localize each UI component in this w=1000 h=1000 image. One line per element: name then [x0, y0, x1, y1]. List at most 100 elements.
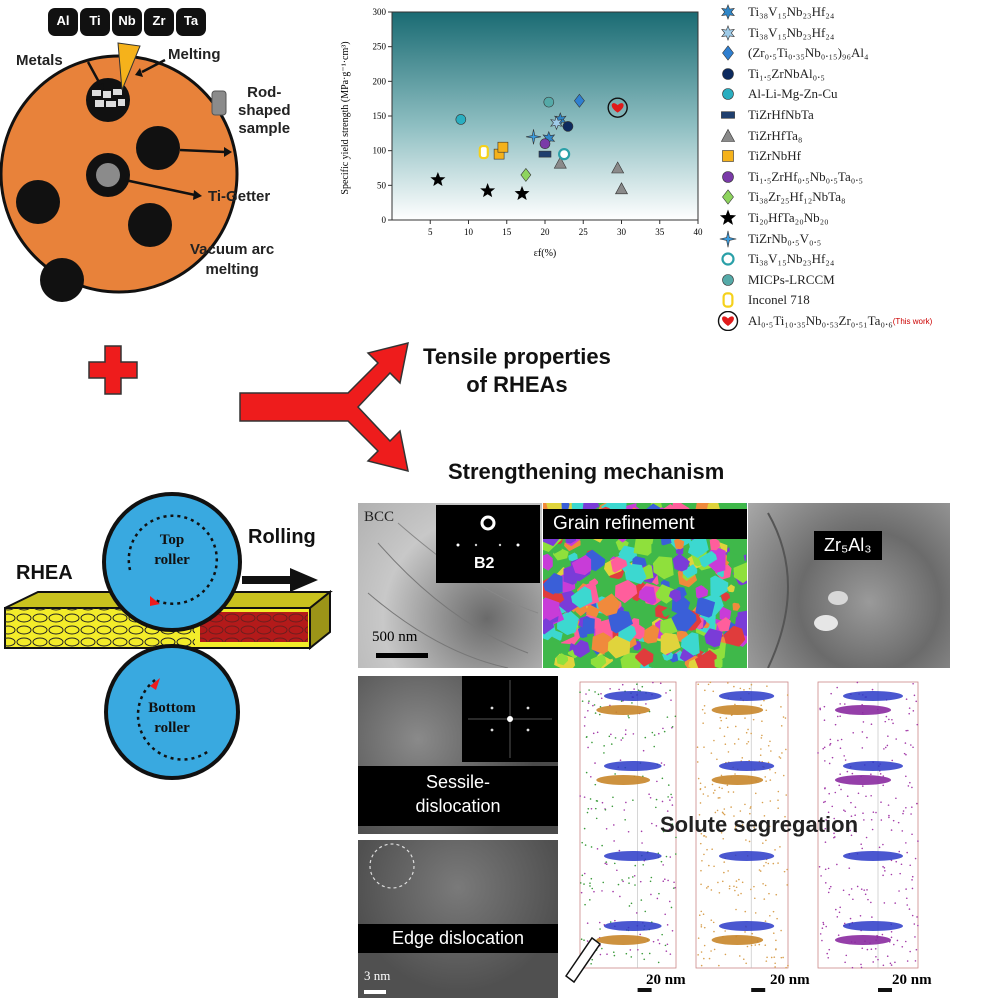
grain-refinement-panel: Grain refinement [543, 503, 747, 668]
y-tick-label: 250 [373, 42, 387, 52]
data-point [478, 144, 489, 160]
legend-label: Al₀.₅Ti₁₀.₃₅Nb₀.₅₃Zr₀.₅₁Ta₀.₆ [748, 313, 893, 328]
element-nb: Nb [118, 13, 136, 28]
y-tick-label: 50 [377, 180, 387, 190]
top-roller [102, 492, 242, 632]
zr5al3-panel: Zr₅Al₃ [748, 503, 950, 668]
b2-label: B2 [474, 555, 495, 572]
legend-note: (This work) [892, 316, 933, 326]
legend-item: Ti₃₈V₁₅Nb₂₃Hf₂₄ [716, 249, 834, 269]
legend-marker [719, 230, 737, 247]
legend-marker [721, 24, 735, 41]
data-point [455, 114, 467, 125]
data-point [430, 171, 446, 187]
data-point [497, 141, 509, 153]
data-point [539, 138, 551, 150]
legend-marker [722, 67, 734, 80]
data-point [543, 96, 555, 108]
mechanism-heading: Strengthening mechanism [448, 459, 725, 484]
data-point [614, 182, 629, 195]
edge-label: Edge dislocation [358, 924, 558, 953]
data-point [558, 148, 571, 161]
data-point [574, 93, 585, 108]
legend-label: Ti₁.₅ZrNbAl₀.₅ [748, 65, 825, 81]
bcc-tem-panel: BCC B2 500 nm [358, 503, 542, 668]
legend-label: Ti₂₀HfTa₂₀Nb₂₀ [748, 210, 829, 225]
rod-sample-icon [211, 90, 227, 116]
legend-item: Ti₃₈V₁₅Nb₂₃Hf₂₄ [716, 2, 834, 22]
data-point [480, 183, 496, 198]
ti-getter-label: Ti-Getter [208, 188, 271, 205]
data-point [520, 167, 532, 182]
sessile-dislocation-panel: Sessile- dislocation [358, 676, 558, 834]
x-tick-label: 20 [541, 227, 551, 237]
legend-marker [722, 150, 734, 162]
y-tick-label: 150 [373, 111, 387, 121]
mold-pocket-right-top [136, 126, 180, 170]
legend-item: Ti₁.₅ZrNbAl₀.₅ [716, 64, 825, 84]
legend-label: Ti₃₈V₁₅Nb₂₃Hf₂₄ [748, 4, 835, 19]
legend-item: TiZrNb₀.₅V₀.₅ [716, 229, 821, 249]
element-ta: Ta [183, 13, 199, 28]
data-point [562, 121, 574, 132]
legend-marker [722, 292, 734, 309]
mold-pocket-bottom-right [128, 203, 172, 247]
data-point [525, 129, 542, 145]
legend-marker [722, 45, 734, 61]
legend-label: Ti₃₈Zr₂₅Hf₁₂NbTa₈ [748, 189, 846, 205]
fft-inset [462, 676, 558, 762]
legend-label: Ti₃₈V₁₅Nb₂₃Hf₂₄ [748, 24, 835, 40]
grain-refinement-label: Grain refinement [543, 509, 747, 539]
x-tick-label: 5 [428, 227, 433, 237]
legend-item: Ti₁.₅ZrHf₀.₅Nb₀.₅Ta₀.₅ [716, 167, 863, 187]
x-tick-label: 25 [579, 227, 589, 237]
legend-marker [719, 209, 737, 225]
x-tick-label: 35 [655, 227, 665, 237]
zr5al3-label: Zr₅Al₃ [814, 531, 882, 560]
top-roller-label: Top roller [154, 532, 190, 568]
legend-item: Al₀.₅Ti₁₀.₃₅Nb₀.₅₃Zr₀.₅₁Ta₀.₆(This work) [716, 311, 932, 331]
legend-label: TiZrHfTa₈ [748, 127, 803, 143]
data-point [553, 156, 567, 169]
x-tick-label: 15 [502, 227, 512, 237]
scale-3nm-label: 3 nm [364, 968, 391, 983]
element-blocks [48, 8, 206, 36]
rolling-diagram [4, 492, 333, 780]
metal-chunks-icon [92, 89, 125, 107]
bottom-roller [104, 644, 240, 780]
arc-torch-icon [117, 42, 141, 91]
x-tick-label: 10 [464, 227, 474, 237]
bcc-label: BCC [364, 509, 395, 525]
legend-label: Ti₁.₅ZrHf₀.₅Nb₀.₅Ta₀.₅ [748, 168, 864, 184]
element-zr: Zr [152, 13, 166, 28]
legend-item: Ti₃₈Zr₂₅Hf₁₂NbTa₈ [716, 187, 846, 207]
vacuum-arc-melting-diagram [0, 8, 239, 302]
sessile-label: Sessile- dislocation [358, 766, 558, 826]
legend-label: Inconel 718 [748, 292, 810, 308]
scale-20-label-1: 20 nm [646, 972, 686, 988]
legend-item: TiZrHfNbTa [716, 105, 814, 125]
y-tick-label: 200 [373, 76, 387, 86]
y-axis-label: Specific yield strength (MPa·g⁻¹·cm³) [340, 41, 351, 194]
legend-marker [721, 111, 735, 119]
x-tick-label: 40 [694, 227, 704, 237]
ti-getter [96, 163, 120, 187]
legend-marker [721, 3, 735, 20]
legend-item: MICPs-LRCCM [716, 270, 835, 290]
legend-item: Ti₃₈V₁₅Nb₂₃Hf₂₄ [716, 23, 834, 43]
edge-dislocation-panel: Edge dislocation 3 nm [358, 840, 558, 998]
rolling-label: Rolling [248, 526, 316, 548]
legend-marker [721, 252, 735, 266]
x-axis-label: εf(%) [534, 248, 557, 259]
scale-bar-3nm [364, 990, 386, 994]
vacuum-arc-label: Vacuum arc melting [190, 241, 275, 278]
legend-marker [722, 88, 734, 101]
element-al: Al [56, 13, 70, 28]
scale-20-label-2: 20 nm [770, 972, 810, 988]
x-tick-label: 30 [617, 227, 627, 237]
legend-item: Al-Li-Mg-Zn-Cu [716, 84, 838, 104]
legend-label: TiZrHfNbTa [748, 107, 814, 122]
rolling-arrow-icon [290, 568, 318, 592]
legend-label: TiZrNbHf [748, 148, 801, 164]
data-point [611, 161, 625, 174]
